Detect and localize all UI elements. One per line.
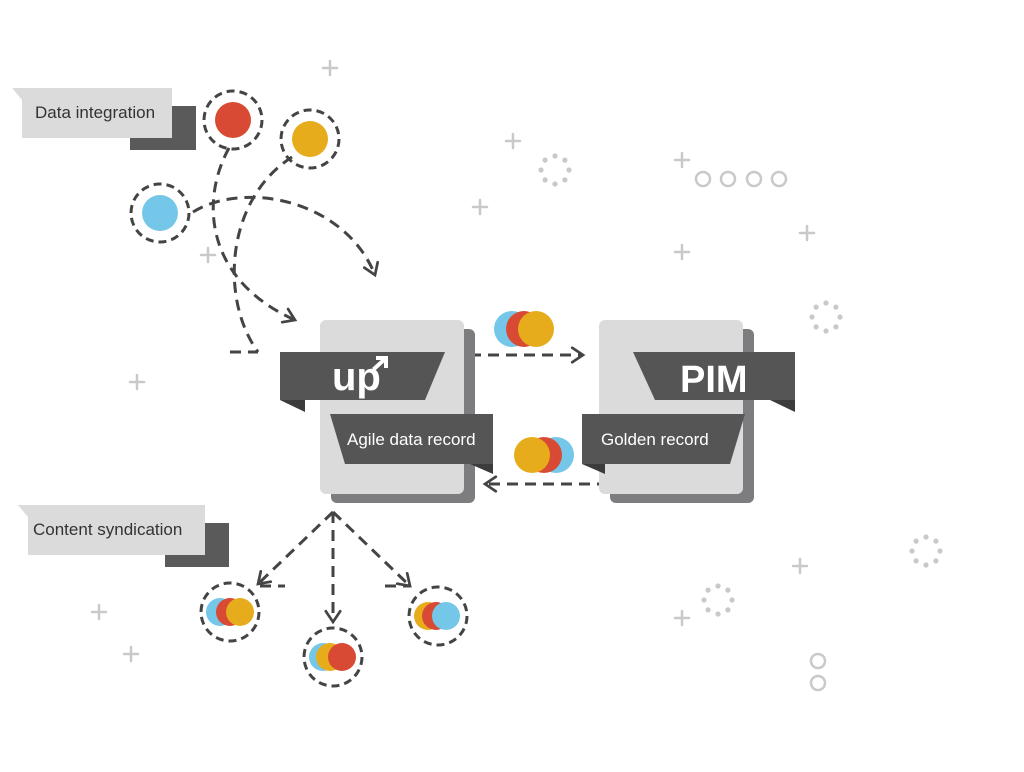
agile-record-label: Agile data record [347,430,476,449]
blue-circle-icon [142,195,178,231]
up-logo: up [332,355,381,399]
decor-dot [809,314,815,320]
syndication-output-left [199,581,261,643]
pim-title: PIM [680,359,748,401]
up-system-box: up Agile data record [280,320,493,503]
decor-dot [833,324,839,330]
incoming-record-icon [514,437,574,473]
decor-dot [729,597,735,603]
decor-dot [823,328,829,334]
decor-dot [538,167,544,173]
decor-dot [552,181,558,187]
decor-dot [566,167,572,173]
data-integration-tag: Data integration [12,88,196,150]
decorative-circles [694,170,827,692]
decorative-plus-signs [90,59,816,663]
integration-flow-arrows [192,147,380,354]
decor-dot [562,157,568,163]
golden-record-label: Golden record [601,430,709,449]
data-integration-label: Data integration [35,103,155,122]
decor-dot [837,314,843,320]
content-syndication-tag: Content syndication [18,505,229,567]
decor-dot [701,597,707,603]
decor-dot [933,538,939,544]
decor-dot [923,534,929,540]
decor-dot [913,538,919,544]
decor-dot [715,611,721,617]
decor-dot [909,548,915,554]
red-circle-icon [215,102,251,138]
decor-dot [542,157,548,163]
decor-dot [725,587,731,593]
decor-dot [937,548,943,554]
syndication-output-right [407,585,469,647]
decor-dot [823,300,829,306]
decor-dot [923,562,929,568]
decor-dot [562,177,568,183]
decorative-dot-rings [538,153,943,617]
yellow-circle-icon [292,121,328,157]
syndication-flow-arrows [256,510,412,625]
decor-dot [933,558,939,564]
decor-dot [705,587,711,593]
outgoing-record-icon [494,311,554,347]
decor-dot [813,304,819,310]
decor-dot [813,324,819,330]
record-exchange-arrows [470,346,608,493]
decor-dot [715,583,721,589]
data-sources [129,89,341,244]
decor-dot [542,177,548,183]
decor-dot [705,607,711,613]
decor-dot [833,304,839,310]
decor-dot [552,153,558,159]
up-logo-arrow-icon [372,356,388,371]
decor-dot [913,558,919,564]
content-syndication-label: Content syndication [33,520,182,539]
syndication-output-middle [302,626,364,688]
decor-dot [725,607,731,613]
pim-system-box: PIM Golden record [582,320,795,503]
